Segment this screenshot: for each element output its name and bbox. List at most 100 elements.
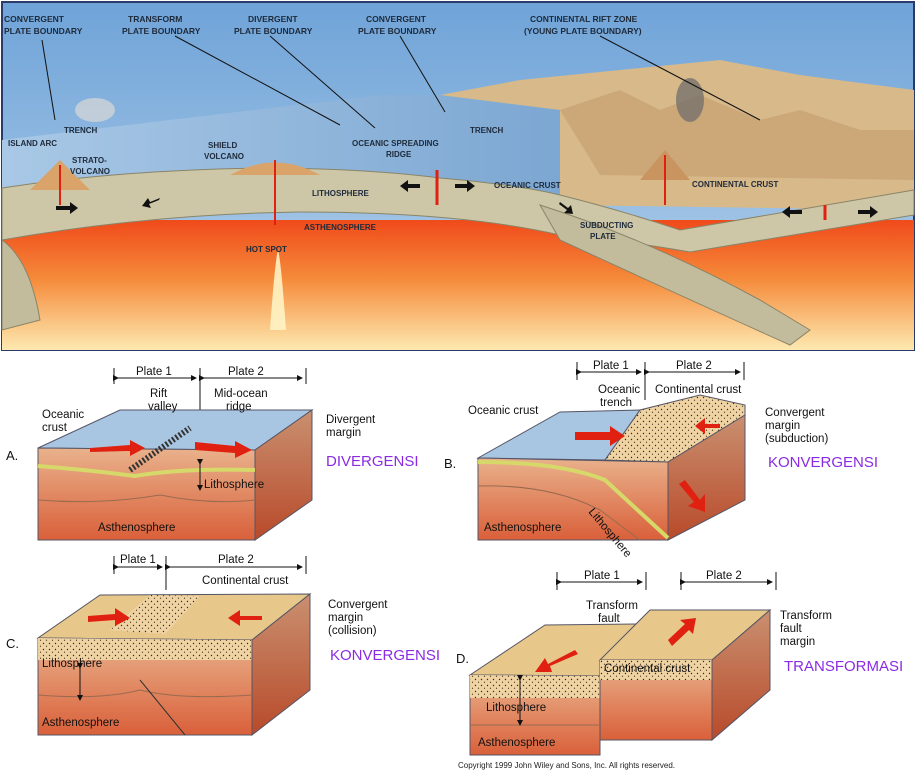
a-asthenosphere: Asthenosphere (98, 522, 175, 534)
a-ridge-l1: Mid-ocean (214, 388, 268, 400)
panel-d-side (711, 608, 771, 742)
plate-motion-arrows (56, 180, 878, 218)
label-transform-l1: TRANSFORM (128, 14, 182, 24)
a-lithosphere: Lithosphere (204, 479, 264, 491)
c-keyword: KONVERGENSI (330, 647, 440, 664)
label-hot-spot: HOT SPOT (246, 245, 287, 254)
label-subducting-l1: SUBDUCTING (580, 221, 633, 230)
label-ridge-l2: RIDGE (386, 150, 412, 159)
d-asthenosphere: Asthenosphere (478, 737, 555, 749)
panel-d: Plate 1 Plate 2 Transform fault Continen… (456, 570, 903, 756)
label-divergent-l2: PLATE BOUNDARY (234, 26, 313, 36)
a-oceanic-l2: crust (42, 422, 68, 434)
b-asthenosphere: Asthenosphere (484, 522, 561, 534)
a-plate2: Plate 2 (228, 366, 264, 378)
label-shield-l2: VOLCANO (204, 152, 244, 161)
panel-a-side (254, 409, 313, 541)
label-oceanic-crust: OCEANIC CRUST (494, 181, 561, 190)
panel-d-arrow-left (535, 650, 578, 672)
label-strato-l1: STRATO- (72, 156, 107, 165)
d-lithosphere: Lithosphere (486, 702, 546, 714)
panel-c-arrow-left (88, 608, 130, 626)
leader-lines (41, 35, 761, 129)
b-continental-crust: Continental crust (655, 384, 742, 396)
panel-b-side (667, 414, 746, 541)
c-margin-l2: margin (328, 612, 363, 624)
asthenosphere-layer (2, 220, 914, 350)
label-rift-zone-l2: (YOUNG PLATE BOUNDARY) (524, 26, 642, 36)
label-trench-right: TRENCH (470, 126, 504, 135)
c-plate1: Plate 1 (120, 554, 156, 566)
b-margin-l1: Convergent (765, 407, 825, 419)
a-margin-l1: Divergent (326, 414, 376, 426)
d-fault-l1: Transform (586, 600, 638, 612)
a-rift-l2: valley (148, 401, 178, 413)
b-trench-l2: trench (600, 397, 632, 409)
c-letter: C. (6, 636, 19, 651)
a-ridge-l2: ridge (226, 401, 252, 413)
a-plate1: Plate 1 (136, 366, 172, 378)
d-plate2: Plate 2 (706, 570, 742, 582)
panel-b-arrow-down (679, 480, 705, 512)
b-oceanic-crust: Oceanic crust (468, 405, 539, 417)
c-asthenosphere: Asthenosphere (42, 717, 119, 729)
panel-d-arrow-right (668, 618, 696, 646)
c-margin-l3: (collision) (328, 625, 377, 637)
label-convergent-2-l2: PLATE BOUNDARY (358, 26, 437, 36)
panel-b-arrow-continent (695, 418, 720, 434)
top-panel: CONVERGENT PLATE BOUNDARY TRANSFORM PLAT… (1, 1, 915, 351)
label-continental-crust: CONTINENTAL CRUST (692, 180, 778, 189)
c-continental-crust: Continental crust (202, 575, 289, 587)
a-rift-l1: Rift (150, 388, 168, 400)
label-asthenosphere: ASTHENOSPHERE (304, 223, 377, 232)
d-margin-l1: Transform (780, 610, 832, 622)
label-lithosphere: LITHOSPHERE (312, 189, 370, 198)
b-plate1: Plate 1 (593, 360, 629, 372)
b-margin-l3: (subduction) (765, 433, 828, 445)
c-lithosphere: Lithosphere (42, 658, 102, 670)
a-margin-l2: margin (326, 427, 361, 439)
panel-a-arrow-left (90, 440, 145, 456)
label-shield-l1: SHIELD (208, 141, 238, 150)
label-strato-l2: VOLCANO (70, 167, 110, 176)
label-subducting-l2: PLATE (590, 232, 616, 241)
label-divergent-l1: DIVERGENT (248, 14, 298, 24)
d-plate1: Plate 1 (584, 570, 620, 582)
b-trench-l1: Oceanic (598, 384, 640, 396)
panel-b: Plate 1 Plate 2 Oceanic trench Continent… (444, 360, 878, 560)
d-margin-l2: fault (780, 623, 803, 635)
a-keyword: DIVERGENSI (326, 453, 419, 470)
b-letter: B. (444, 456, 456, 471)
label-island-arc: ISLAND ARC (8, 139, 57, 148)
c-plate2: Plate 2 (218, 554, 254, 566)
panel-b-arrow-ocean (575, 426, 625, 446)
label-trench-left: TRENCH (64, 126, 98, 135)
copyright-notice: Copyright 1999 John Wiley and Sons, Inc.… (458, 761, 675, 770)
subducting-slab (538, 204, 811, 346)
b-keyword: KONVERGENSI (768, 454, 878, 471)
c-margin-l1: Convergent (328, 599, 388, 611)
panel-a: Plate 1 Plate 2 Rift valley Mid-ocean ri… (6, 366, 419, 541)
label-convergent-2-l1: CONVERGENT (366, 14, 427, 24)
panel-c-side (251, 592, 311, 737)
label-convergent-1-l2: PLATE BOUNDARY (4, 26, 83, 36)
label-rift-zone-l1: CONTINENTAL RIFT ZONE (530, 14, 638, 24)
hot-spot-plume (270, 250, 286, 330)
b-plate2: Plate 2 (676, 360, 712, 372)
panel-c-arrow-right (228, 610, 262, 626)
panel-a-ridge (128, 425, 192, 473)
d-fault-l2: fault (598, 613, 621, 625)
a-letter: A. (6, 448, 18, 463)
d-continental-crust: Continental crust (604, 663, 691, 675)
label-ridge-l1: OCEANIC SPREADING (352, 139, 439, 148)
a-oceanic-l1: Oceanic (42, 409, 84, 421)
panel-c: Plate 1 Plate 2 Continental crust Lithos… (6, 554, 440, 737)
b-margin-l2: margin (765, 420, 800, 432)
label-transform-l2: PLATE BOUNDARY (122, 26, 201, 36)
label-convergent-1-l1: CONVERGENT (4, 14, 65, 24)
panel-a-arrow-right (195, 441, 252, 458)
d-letter: D. (456, 651, 469, 666)
d-margin-l3: margin (780, 636, 815, 648)
d-keyword: TRANSFORMASI (784, 658, 903, 675)
